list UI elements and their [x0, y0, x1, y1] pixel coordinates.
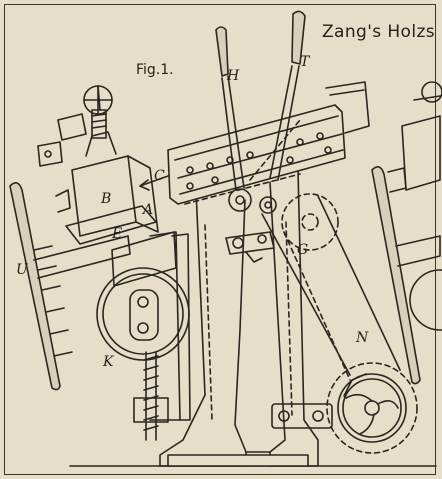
- label-u: U: [16, 262, 29, 278]
- label-g: G: [297, 242, 308, 258]
- label-k: K: [102, 354, 115, 370]
- pedestal-column: [159, 169, 319, 467]
- label-a: A: [141, 202, 153, 218]
- spindle-u: [9, 182, 131, 391]
- upper-slide-carriage: [167, 81, 370, 205]
- label-t: T: [300, 54, 311, 70]
- partial-repeat-figure: [371, 81, 442, 385]
- label-e: E: [111, 226, 122, 242]
- label-h: H: [226, 68, 240, 84]
- headstock-b: [37, 85, 159, 245]
- bracket-plate: [225, 231, 275, 263]
- wheel-k: [96, 231, 191, 421]
- label-n: N: [355, 330, 369, 346]
- plate-title: Zang's Holzs: [322, 22, 436, 42]
- plate-border: [4, 4, 436, 475]
- label-c: C: [154, 168, 165, 184]
- drive-belt-n: [261, 195, 401, 381]
- arrow-c: [139, 175, 169, 191]
- lower-handwheel: [326, 362, 418, 454]
- lever-t: [249, 10, 306, 214]
- figure-label: Fig.1.: [136, 62, 174, 78]
- pulley-g: [281, 193, 339, 251]
- lower-bracket: [271, 403, 333, 429]
- lead-screw: [133, 351, 169, 441]
- lever-h: [215, 26, 252, 212]
- label-b: B: [100, 191, 111, 207]
